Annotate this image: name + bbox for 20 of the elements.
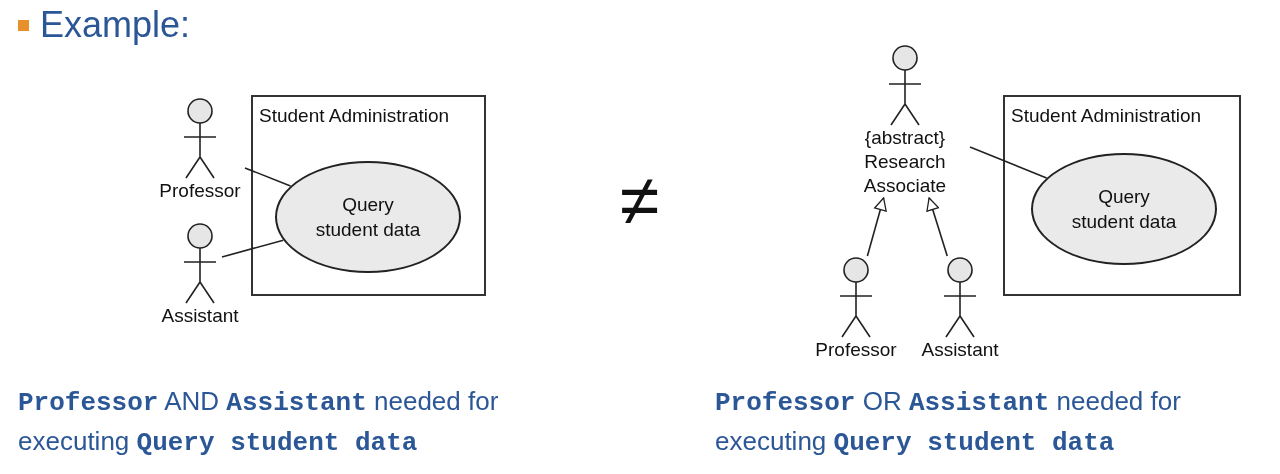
not-equal-sign: ≠	[620, 160, 660, 240]
system-name: Student Administration	[259, 105, 450, 127]
generalization-arrow	[866, 197, 887, 257]
association-line	[221, 239, 285, 258]
system-boundary	[1003, 95, 1241, 296]
actor-name: Assistant	[921, 338, 999, 362]
actor-name: Assistant	[161, 304, 239, 328]
actor-name: Professor	[159, 179, 241, 203]
association-line	[244, 167, 292, 187]
generalization-arrow	[926, 197, 948, 257]
actor-name: Professor	[815, 338, 897, 362]
use-case-ellipse: Query student data	[275, 161, 461, 273]
note-text: Professor OR Assistant needed for executing Query student data	[715, 385, 1182, 460]
association-line	[969, 146, 1048, 179]
system-boundary	[251, 95, 486, 296]
system-name: Student Administration	[1011, 105, 1202, 127]
use-case-ellipse: Query student data	[1031, 153, 1217, 265]
note-text: Professor AND Assistant needed for executing Query student data	[18, 385, 500, 460]
actor-name: {abstract} Research Associate	[862, 126, 948, 198]
heading: Example:	[40, 4, 191, 46]
